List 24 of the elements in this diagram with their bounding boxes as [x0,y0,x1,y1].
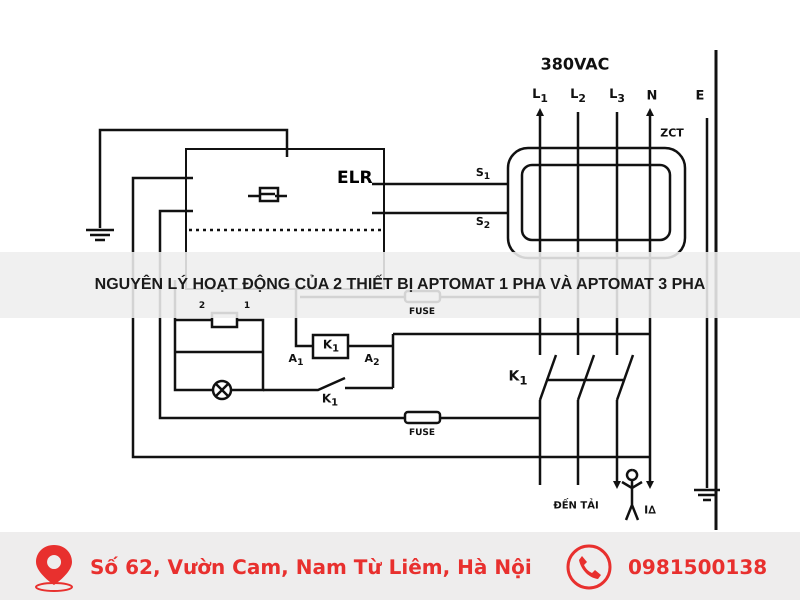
phase-label: L$_{3}$ [609,87,625,105]
phone-number: 0981500138 [628,555,768,579]
load-label: ĐẾN TẢI [553,500,599,512]
fuse-label: FUSE [408,307,436,317]
terminal-label: 1 [244,301,250,311]
contact-label: K$_{1}$ [508,368,528,388]
component-label: ELR [337,168,373,188]
phase-label: L$_{1}$ [532,87,548,105]
coil-label: K$_{1}$ [322,337,340,355]
terminal-label: 2 [198,301,206,311]
voltage-label: 380VAC [540,54,610,74]
terminal-label: A$_{2}$ [364,352,380,368]
current-label: I∆ [644,504,656,516]
phase-label: L$_{2}$ [570,87,586,105]
address-text: Số 62, Vườn Cam, Nam Từ Liêm, Hà Nội [90,555,532,579]
contact-label: K$_{1}$ [322,391,338,409]
fuse-label: FUSE [408,428,436,438]
terminal-label: A$_{1}$ [288,352,304,368]
earth-label: E [696,88,704,104]
banner-title: NGUYÊN LÝ HOẠT ĐỘNG CỦA 2 THIẾT BỊ APTOMAT 1 PHA VÀ APTOMAT 3 PHA [94,276,706,294]
component-label: ZCT [660,126,684,140]
terminal-label: S$_{1}$ [476,166,490,182]
neutral-label: N [646,88,658,104]
terminal-label: S$_{2}$ [476,214,490,232]
